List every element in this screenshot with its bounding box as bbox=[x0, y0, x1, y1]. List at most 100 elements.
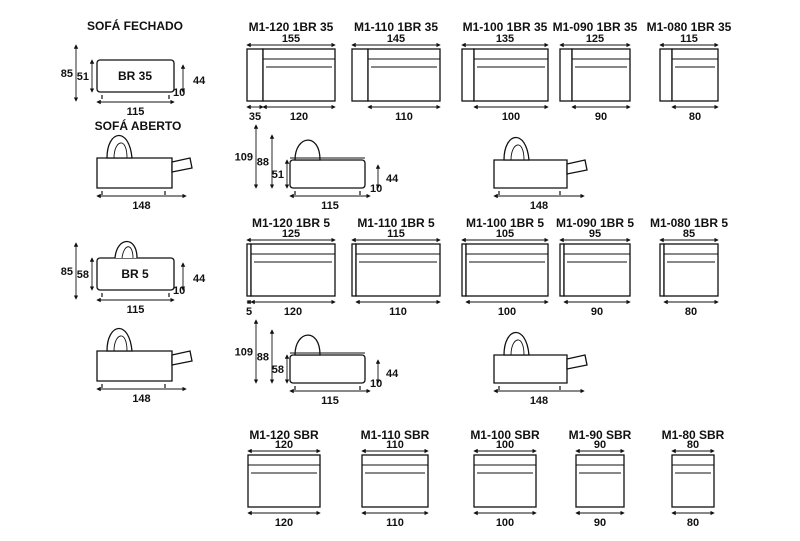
arm-width-label: 35 bbox=[249, 111, 261, 123]
module-top-width-label: 95 bbox=[589, 228, 601, 240]
module-name-label: M1-080 1BR 5 bbox=[650, 216, 728, 230]
module-name-label: M1-80 SBR bbox=[662, 428, 725, 442]
open-width-label: 148 bbox=[530, 200, 548, 212]
closed-width-label: 115 bbox=[127, 304, 145, 316]
module-name-label: M1-120 SBR bbox=[249, 428, 319, 442]
sofa-side-body bbox=[96, 59, 175, 93]
seat-module bbox=[465, 243, 549, 297]
module-name-label: M1-90 SBR bbox=[569, 428, 632, 442]
module-top-width-label: 110 bbox=[386, 439, 404, 451]
open-width-label: 148 bbox=[132, 200, 150, 212]
module-name-label: M1-120 1BR 5 bbox=[252, 216, 330, 230]
foot-height-label: 10 bbox=[173, 87, 185, 99]
module-seat-width-label: 120 bbox=[290, 111, 308, 123]
module-seat-width-label: 90 bbox=[591, 306, 603, 318]
open-total-height-label: 109 bbox=[235, 347, 253, 359]
footrest bbox=[171, 157, 193, 173]
module-name-label: M1-100 1BR 35 bbox=[463, 20, 548, 34]
open-width-label: 148 bbox=[530, 395, 548, 407]
module-name-label: M1-110 SBR bbox=[361, 428, 430, 442]
open-total-height-label: 109 bbox=[235, 152, 253, 164]
module-seat-width-label: 110 bbox=[389, 306, 407, 318]
headrest-line bbox=[113, 335, 128, 352]
foot-height-label: 10 bbox=[173, 285, 185, 297]
module-name-label: M1-100 1BR 5 bbox=[466, 216, 544, 230]
open-width-label: 148 bbox=[132, 393, 150, 405]
sofa-module-label: BR 35 bbox=[118, 69, 152, 83]
sofa-side-body bbox=[289, 159, 366, 189]
module-top-width-label: 145 bbox=[387, 33, 405, 45]
module-top-width-label: 155 bbox=[282, 33, 300, 45]
reclined-headrest bbox=[294, 334, 321, 356]
headrest bbox=[114, 241, 138, 259]
module-name-label: M1-100 SBR bbox=[470, 428, 540, 442]
module-name-label: M1-120 1BR 35 bbox=[249, 20, 334, 34]
armrest bbox=[246, 48, 264, 102]
headrest-line bbox=[113, 142, 128, 159]
sofa-module-label: BR 5 bbox=[121, 267, 149, 281]
seat-module bbox=[563, 243, 631, 297]
module-top-width-label: 125 bbox=[586, 33, 604, 45]
module-name-label: M1-110 1BR 35 bbox=[354, 20, 438, 34]
module-name-label: M1-080 1BR 35 bbox=[647, 20, 732, 34]
reclined-headrest bbox=[106, 327, 133, 352]
seat-height-label: 58 bbox=[272, 364, 284, 376]
overall-height-label: 85 bbox=[61, 266, 73, 278]
open-sofa-title: SOFÁ ABERTO bbox=[95, 118, 182, 133]
sofa-side-body bbox=[289, 354, 366, 384]
module-top-width-label: 80 bbox=[687, 439, 699, 451]
module-seat-width-label: 100 bbox=[496, 517, 514, 529]
module-seat-width-label: 100 bbox=[498, 306, 516, 318]
sofa-open-body bbox=[96, 157, 173, 189]
closed-width-label: 115 bbox=[127, 106, 145, 118]
arm-height-label: 44 bbox=[386, 173, 399, 185]
seat-height-label: 51 bbox=[77, 71, 89, 83]
module-seat-width-label: 80 bbox=[687, 517, 699, 529]
seat-module bbox=[361, 454, 429, 508]
sofa-open-body bbox=[96, 350, 173, 382]
reclined-headrest bbox=[294, 139, 321, 161]
seat-module bbox=[473, 454, 537, 508]
module-seat-width-label: 90 bbox=[594, 517, 606, 529]
overall-height-label: 85 bbox=[61, 68, 73, 80]
armrest bbox=[351, 48, 369, 102]
module-seat-width-label: 100 bbox=[502, 111, 520, 123]
seat-module bbox=[575, 454, 625, 508]
module-seat-width-label: 90 bbox=[595, 111, 607, 123]
headrest-line bbox=[510, 144, 525, 161]
armrest bbox=[559, 48, 573, 102]
module-top-width-label: 100 bbox=[496, 439, 514, 451]
armrest bbox=[461, 48, 475, 102]
reclined-headrest bbox=[503, 331, 530, 356]
module-name-label: M1-090 1BR 5 bbox=[556, 216, 634, 230]
module-top-width-label: 115 bbox=[680, 33, 698, 45]
module-seat-width-label: 80 bbox=[685, 306, 697, 318]
module-name-label: M1-110 1BR 5 bbox=[357, 216, 435, 230]
profile-width-label: 115 bbox=[321, 200, 339, 212]
module-top-width-label: 90 bbox=[594, 439, 606, 451]
module-top-width-label: 105 bbox=[496, 228, 514, 240]
seat-height-label: 58 bbox=[77, 269, 89, 281]
sofa-open-body bbox=[493, 354, 568, 384]
seat-module bbox=[247, 454, 321, 508]
seat-module bbox=[250, 243, 336, 297]
seat-module bbox=[262, 48, 336, 102]
headrest-line bbox=[510, 339, 525, 356]
module-seat-width-label: 120 bbox=[275, 517, 293, 529]
seat-module bbox=[571, 48, 631, 102]
seat-module bbox=[663, 243, 719, 297]
foot-height-label: 10 bbox=[370, 378, 382, 390]
arm-width-label: 5 bbox=[246, 306, 252, 318]
seat-height-label: 51 bbox=[272, 169, 284, 181]
headrest-line bbox=[121, 246, 134, 259]
module-top-width-label: 115 bbox=[387, 228, 405, 240]
closed-sofa-title: SOFÁ FECHADO bbox=[87, 18, 183, 33]
module-name-label: M1-090 1BR 35 bbox=[553, 20, 638, 34]
profile-width-label: 115 bbox=[321, 395, 339, 407]
seat-module bbox=[671, 48, 719, 102]
module-seat-width-label: 110 bbox=[386, 517, 404, 529]
mid-height-label: 88 bbox=[257, 352, 269, 364]
module-top-width-label: 135 bbox=[496, 33, 514, 45]
foot-height-label: 10 bbox=[370, 183, 382, 195]
